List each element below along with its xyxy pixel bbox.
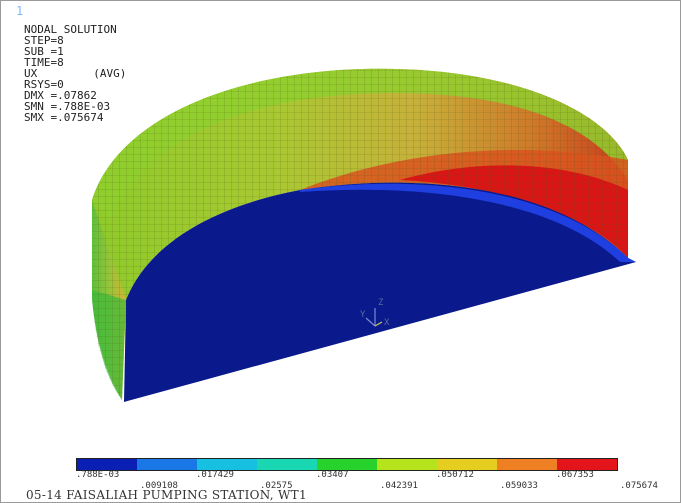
info-component: UX xyxy=(24,67,38,80)
info-title: NODAL SOLUTION xyxy=(24,23,117,36)
info-dmx: DMX =.07862 xyxy=(24,89,97,102)
window-number: 1 xyxy=(16,4,24,18)
info-avg: (AVG) xyxy=(93,67,127,80)
info-smx: SMX =.075674 xyxy=(24,111,104,124)
footer-title: 05-14 FAISALIAH PUMPING STATION, WT1 xyxy=(26,488,307,502)
legend-swatch xyxy=(257,459,317,470)
legend-swatch xyxy=(497,459,557,470)
info-step: STEP=8 xyxy=(24,34,64,47)
contour-legend-bar xyxy=(76,458,618,471)
coordinate-triad xyxy=(365,308,383,327)
triad-z-label: Z xyxy=(378,298,384,308)
legend-swatch xyxy=(437,459,497,470)
info-rsys: RSYS=0 xyxy=(24,78,64,91)
legend-label: .075674 xyxy=(620,481,658,491)
legend-label: .042391 xyxy=(380,481,418,491)
info-time: TIME=8 xyxy=(24,56,64,69)
legend-swatch xyxy=(557,459,617,470)
solution-info: NODAL SOLUTION STEP=8 SUB =1 TIME=8 UX (A… xyxy=(24,24,126,123)
triad-x-label: X xyxy=(384,318,390,328)
legend-label: .067353 xyxy=(556,470,594,480)
legend-swatch xyxy=(377,459,437,470)
mesh-overlay xyxy=(92,68,628,401)
legend-swatch xyxy=(77,459,137,470)
legend-label: .009108 xyxy=(140,481,178,491)
triad-y-label: Y xyxy=(360,310,366,320)
legend-swatch xyxy=(197,459,257,470)
info-smn: SMN =.788E-03 xyxy=(24,100,111,113)
legend-swatch xyxy=(137,459,197,470)
legend-label: .059033 xyxy=(500,481,538,491)
info-component-row: UX (AVG) xyxy=(24,68,126,79)
legend-label: .03407 xyxy=(316,470,349,480)
cross-section-edge xyxy=(300,183,636,262)
legend-label: .050712 xyxy=(436,470,474,480)
cross-section xyxy=(124,182,636,402)
legend-label: .02575 xyxy=(260,481,293,491)
legend-swatch xyxy=(317,459,377,470)
legend-label: .788E-03 xyxy=(76,470,120,480)
legend-label: .017429 xyxy=(196,470,234,480)
info-sub: SUB =1 xyxy=(24,45,64,58)
